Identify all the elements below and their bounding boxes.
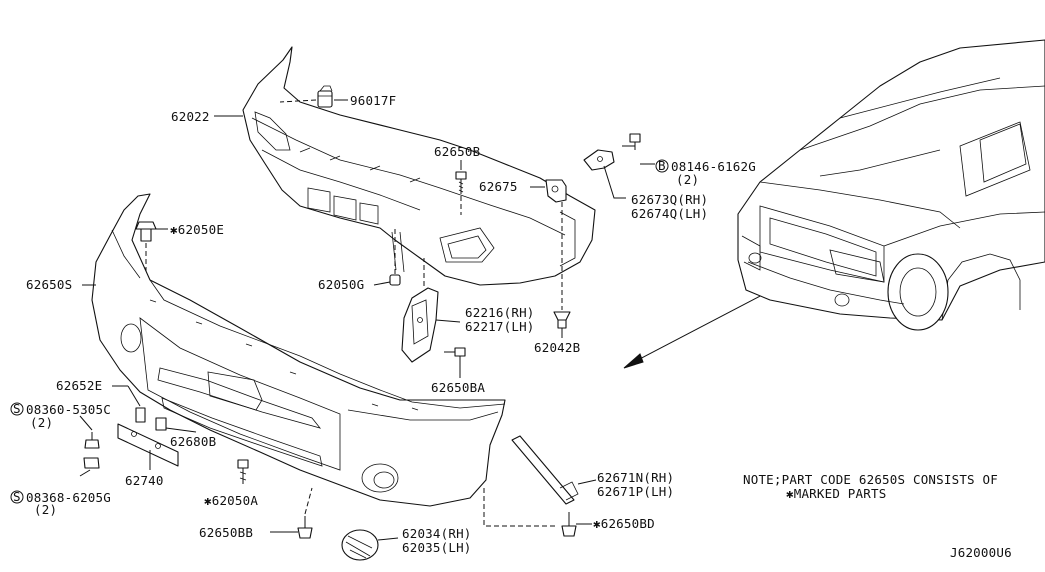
label-62650S: 62650S [26,277,72,292]
leader-62216 [435,319,461,323]
direction-arrow [623,291,769,369]
label-screw-prefix-2: S [13,489,21,504]
diagram-code: J62000U6 [950,545,1012,560]
label-62216: 62216(RH) [465,305,535,320]
label-62042B: 62042B [534,340,580,355]
label-62650B: 62650B [434,144,480,159]
label-62034: 62034(RH) [402,526,472,541]
leader-08368 [79,469,91,477]
bolt-62650B [455,171,467,194]
bolt-62650BA [444,347,466,366]
note-line-1: NOTE;PART CODE 62650S CONSISTS OF [743,472,998,487]
screw-08360-5305C [84,432,100,449]
bolt-prefix-circle [655,159,669,173]
leader-62652E-b [127,385,141,407]
label-08368-qty: (2) [34,502,57,517]
label-08146-6162G: 08146-6162G [671,159,756,174]
bracket-62216 [401,287,439,363]
label-bolt-prefix: B [658,158,666,173]
fog-cover-62034 [341,529,379,561]
bolt-08146-6162G [622,133,641,150]
license-bracket-62740 [117,423,179,467]
label-62673Q: 62673Q(RH) [631,192,708,207]
vehicle-illustration [737,39,1045,331]
label-08146-qty: (2) [676,172,699,187]
label-62022: 62022 [171,109,210,124]
label-62217: 62217(LH) [465,319,535,334]
label-62650BD: ✱62650BD [593,516,655,531]
stud-62652E [135,407,146,423]
clip-62042B [553,311,571,329]
leader-62673Q [603,165,626,199]
bolt-62650BB [297,516,313,539]
label-08360-qty: (2) [30,415,53,430]
leader-62034 [377,537,399,541]
leader-62050G [373,281,391,286]
label-62050A: ✱62050A [204,493,258,508]
screw-prefix-circle-2 [10,490,24,504]
support-rod-62671N [511,435,579,505]
clip-62050G [389,274,401,286]
leader-96017F-dash [279,99,317,103]
label-62680B: 62680B [170,434,216,449]
clip-62050A [237,459,249,484]
label-62740: 62740 [125,473,164,488]
bumper-reinforcement-62022 [242,46,596,286]
note-line-2: ✱MARKED PARTS [786,486,886,501]
label-62652E: 62652E [56,378,102,393]
leader-08360 [79,415,93,431]
label-62050E: ✱62050E [170,222,224,237]
label-08360-5305C: 08360-5305C [26,402,111,417]
label-96017F: 96017F [350,93,396,108]
label-62035: 62035(LH) [402,540,472,555]
clip-62680B [155,417,167,431]
label-62674Q: 62674Q(LH) [631,206,708,221]
screw-prefix-circle-1 [10,402,24,416]
bracket-62673Q [583,149,615,171]
label-08368-6205G: 08368-6205G [26,490,111,505]
screw-08368-6205G [83,457,100,469]
bracket-62675 [545,179,567,203]
clip-96017F [317,85,348,108]
label-screw-prefix-1: S [13,401,21,416]
bolt-62650BD [561,512,577,537]
label-62671P: 62671P(LH) [597,484,674,499]
leader-62650BB-dash [304,487,313,515]
leader-62671N [577,479,597,485]
leader-62671N-dash [483,488,556,527]
label-62675: 62675 [479,179,518,194]
label-62650BA: 62650BA [431,380,485,395]
label-62050G: 62050G [318,277,364,292]
leader-62680B [165,427,197,433]
label-62650BB: 62650BB [199,525,253,540]
clip-62050E [135,221,157,242]
label-62671N: 62671N(RH) [597,470,674,485]
bumper-fascia-62650S [91,193,506,507]
